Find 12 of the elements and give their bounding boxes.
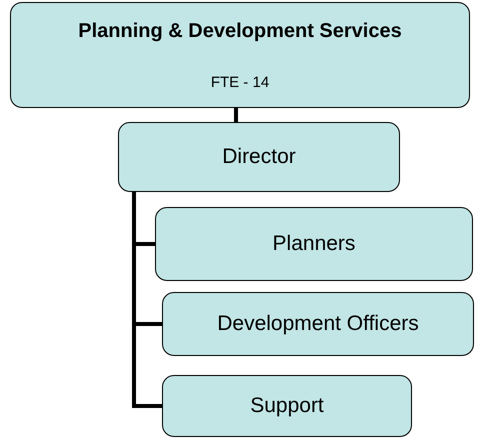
unit-title: Planning & Development Services <box>78 18 402 44</box>
role-label: Director <box>222 144 296 170</box>
org-box <box>155 207 473 281</box>
role-label: Development Officers <box>217 311 419 338</box>
role-label: Planners <box>272 231 356 258</box>
connector-line <box>234 108 238 122</box>
role-label: Support <box>250 393 324 420</box>
fte-count: FTE - 14 <box>210 72 270 93</box>
org-box <box>10 2 470 108</box>
org-box <box>162 375 412 437</box>
org-box <box>118 122 400 192</box>
org-box <box>162 292 474 356</box>
